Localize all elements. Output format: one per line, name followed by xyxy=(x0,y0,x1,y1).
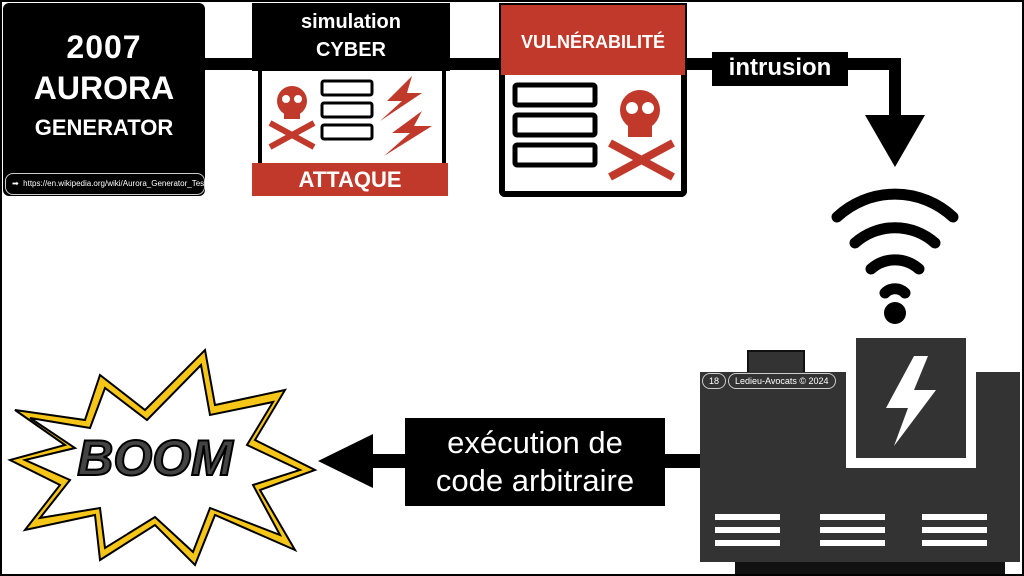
aurora-name: AURORA xyxy=(33,70,175,106)
connector-line-down xyxy=(889,58,901,118)
execution-line2: code arbitraire xyxy=(435,463,635,498)
generator-cap xyxy=(747,350,805,374)
boom-explosion: BOOM xyxy=(7,347,318,567)
author: Ledieu-Avocats © 2024 xyxy=(728,373,836,389)
vent xyxy=(922,514,987,520)
execution-label: exécution de code arbitraire xyxy=(405,418,665,506)
boom-text: BOOM xyxy=(77,430,234,486)
vulnerability-header: VULNÉRABILITÉ xyxy=(499,3,687,75)
vent xyxy=(715,514,780,520)
intrusion-label: intrusion xyxy=(712,52,848,86)
wikipedia-link[interactable]: ➡ https://en.wikipedia.org/wiki/Aurora_G… xyxy=(5,173,207,195)
vent xyxy=(820,540,885,546)
vent xyxy=(922,540,987,546)
left-arrow-icon xyxy=(318,434,373,488)
vulnerability-illustration xyxy=(499,75,687,197)
down-arrow-icon xyxy=(865,115,925,167)
wifi-icon xyxy=(831,188,959,324)
generator-panel xyxy=(846,338,976,468)
page-number: 18 xyxy=(702,373,727,389)
lightning-icon xyxy=(886,356,936,446)
vent xyxy=(715,527,780,533)
vent xyxy=(922,527,987,533)
generator-base xyxy=(735,562,1005,576)
aurora-title-box: 2007 AURORA GENERATOR ➡ https://en.wikip… xyxy=(3,3,207,196)
skull-servers-lightning-icon xyxy=(268,76,432,156)
aurora-subtitle: GENERATOR xyxy=(34,115,174,140)
slide-credit: 18 Ledieu-Avocats © 2024 xyxy=(702,373,836,389)
simulation-header: simulation CYBER xyxy=(252,3,450,71)
simulation-line2: CYBER xyxy=(315,39,386,61)
vent xyxy=(820,527,885,533)
simulation-line1: simulation xyxy=(300,11,401,33)
servers-skull-icon xyxy=(512,82,675,181)
execution-line1: exécution de xyxy=(447,425,623,460)
attack-illustration xyxy=(258,71,446,163)
vent xyxy=(820,514,885,520)
vent xyxy=(715,540,780,546)
year: 2007 xyxy=(66,29,142,65)
link-text[interactable]: https://en.wikipedia.org/wiki/Aurora_Gen… xyxy=(23,179,207,188)
attack-footer: ATTAQUE xyxy=(252,163,448,196)
